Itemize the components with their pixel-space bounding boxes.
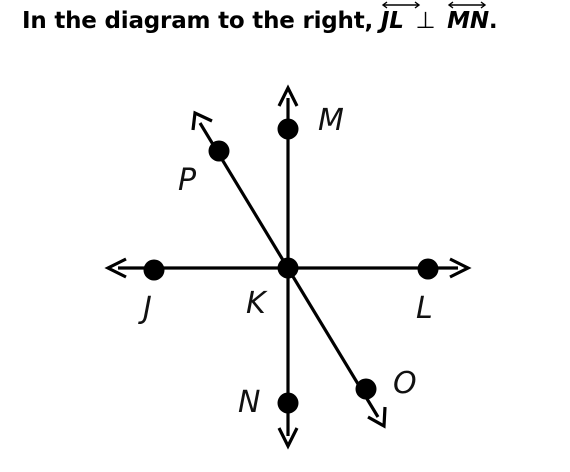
arrowhead-down-icon	[277, 427, 299, 450]
line-double-arrow-icon	[448, 1, 487, 9]
arrowhead-upleft-icon	[191, 110, 213, 131]
line-double-arrow-icon	[381, 1, 421, 9]
line-mn-label: MN	[447, 8, 489, 34]
label-m: M	[318, 103, 344, 138]
point-k	[277, 257, 299, 279]
line-jl-notation: JL	[380, 1, 421, 34]
prompt-period: .	[488, 8, 498, 34]
label-j: J	[138, 291, 152, 326]
label-o: O	[393, 366, 417, 401]
label-l: L	[416, 291, 433, 326]
prompt-text: In the diagram to the right,	[22, 8, 374, 34]
label-k: K	[246, 286, 268, 321]
point-l	[417, 258, 439, 280]
arrowhead-right-icon	[449, 257, 472, 279]
arrowhead-up-icon	[277, 84, 299, 107]
arrowhead-downright-icon	[367, 406, 387, 429]
point-m	[277, 118, 299, 140]
line-jl-label: JL	[380, 8, 404, 34]
perpendicular-symbol: ⊥	[415, 8, 436, 34]
point-p	[208, 140, 230, 162]
arrowhead-left-icon	[104, 257, 127, 279]
label-p: P	[178, 163, 197, 198]
point-j	[143, 259, 165, 281]
label-n: N	[238, 385, 260, 420]
point-o	[355, 378, 377, 400]
problem-statement: In the diagram to the right, JL ⊥ MN .	[22, 1, 498, 34]
line-mn-notation: MN	[447, 1, 489, 34]
point-n	[277, 392, 299, 414]
